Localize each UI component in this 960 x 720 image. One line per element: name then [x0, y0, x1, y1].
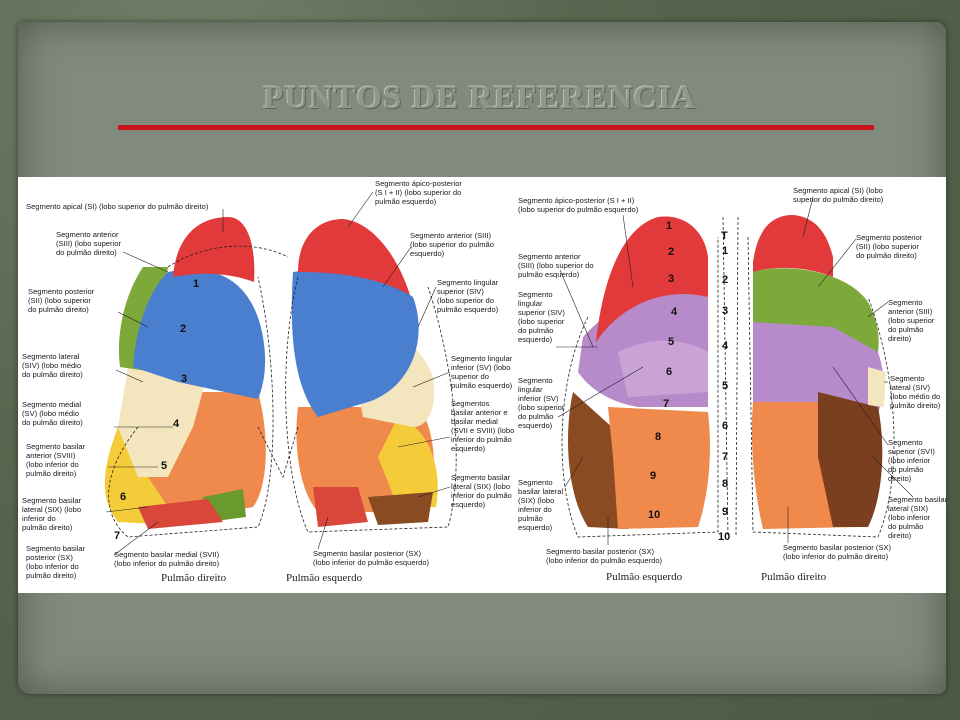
label-anterior-left: Segmento anterior (SIII)(lobo superior d…: [410, 231, 494, 258]
segment-green-right: [753, 268, 879, 352]
caption-right-lung: Pulmão direito: [161, 572, 227, 584]
label-basilar-posterior-posterior-right: Segmento basilar posterior (SX)(lobo inf…: [783, 543, 892, 561]
label-basilar-medial-right: Segmento basilar medial (SVII)(lobo infe…: [114, 550, 220, 568]
title-underline: [118, 125, 874, 130]
segment-number: 2: [180, 323, 186, 335]
segment-apical-red: [173, 217, 255, 282]
segment-cream-right: [868, 367, 886, 407]
label-basilar-posterior-posterior-left: Segmento basilar posterior (SX)(lobo inf…: [546, 547, 663, 565]
lung-segments-figure: 1 2 3 4 5 6 7 Segmento apical (SI) (lobo…: [18, 177, 948, 593]
segment-cream: [118, 367, 208, 477]
label-apicoposterior-posterior: Segmento ápico-posterior (S I + II)(lobo…: [518, 196, 639, 214]
segment-number: 5: [668, 336, 674, 348]
vertebra-label: 2: [722, 274, 728, 286]
dashed-outlines: [108, 245, 457, 538]
segment-number: 5: [161, 460, 167, 472]
segment-apicoposterior-red: [596, 216, 708, 342]
segment-number: 6: [666, 366, 672, 378]
vertebra-label: 7: [722, 451, 728, 463]
segment-number: 3: [668, 273, 674, 285]
leader-lines-posterior: [556, 196, 914, 545]
segment-number: 9: [650, 470, 656, 482]
segment-number: 4: [173, 418, 180, 430]
segment-number: 10: [648, 509, 660, 521]
segment-brown-left: [368, 492, 433, 525]
vertebra-label: T: [721, 230, 728, 242]
caption-left-lung-posterior: Pulmão esquerdo: [606, 571, 683, 583]
vertebra-label: 5: [722, 380, 728, 392]
vertebra-label: 8: [722, 478, 728, 490]
leader-lines: [105, 191, 451, 556]
segment-number: 7: [114, 530, 120, 542]
caption-right-lung-posterior: Pulmão direito: [761, 571, 827, 583]
segment-brown-right: [818, 392, 883, 527]
segment-orange-lower: [608, 407, 710, 529]
segment-number: 1: [666, 220, 672, 232]
vertebra-label: 4: [722, 340, 729, 352]
segment-number: 7: [663, 398, 669, 410]
segment-brown-lower: [568, 392, 628, 529]
vertebra-label: 1: [722, 245, 728, 257]
segment-lilac-mid: [618, 340, 708, 397]
caption-left-lung: Pulmão esquerdo: [286, 572, 363, 584]
segment-apical-red-right: [753, 215, 833, 277]
label-apical-right: Segmento apical (SI) (lobo superior do p…: [26, 202, 209, 211]
segment-purple-right: [753, 322, 884, 412]
dashed-outlines-posterior: [561, 216, 895, 538]
segment-apical-left: [298, 219, 410, 295]
segment-red-base: [138, 499, 223, 529]
segment-red-base-left: [313, 487, 368, 527]
label-apicoposterior-left: Segmento ápico-posterior(S I + II) (lobo…: [375, 179, 462, 206]
segment-blue-left: [291, 270, 419, 417]
lung-diagram-svg: 1 2 3 4 5 6 7 Segmento apical (SI) (lobo…: [22, 179, 948, 584]
vertebra-label: 6: [722, 420, 728, 432]
slide-title: PUNTOS DE REFERENCIA: [263, 80, 697, 116]
segment-number: 6: [120, 491, 126, 503]
segment-blue: [133, 269, 266, 399]
segment-yellow-left: [378, 417, 438, 507]
left-lung-anterior: 1 2 3 4 5 6 7 Segmento apical (SI) (lobo…: [22, 179, 514, 584]
vertebra-label: 10: [718, 531, 730, 543]
segment-number: 4: [671, 306, 678, 318]
label-anterior-posterior-left: Segmento anterior(SIII) (lobo superior d…: [518, 252, 594, 279]
lungs-posterior: 1 2 3 4 5 6 7 8 9 10 T 1 2 3 4 5 6 7 8 9…: [518, 186, 948, 583]
segment-number: 8: [655, 431, 661, 443]
vertebra-label: 3: [722, 305, 728, 317]
segment-number: 3: [181, 373, 187, 385]
segment-number: 1: [193, 278, 199, 290]
vertebra-label: 9: [722, 506, 728, 518]
label-basilar-posterior-left: Segmento basilar posterior (SX)(lobo inf…: [313, 549, 430, 567]
segment-number: 2: [668, 246, 674, 258]
